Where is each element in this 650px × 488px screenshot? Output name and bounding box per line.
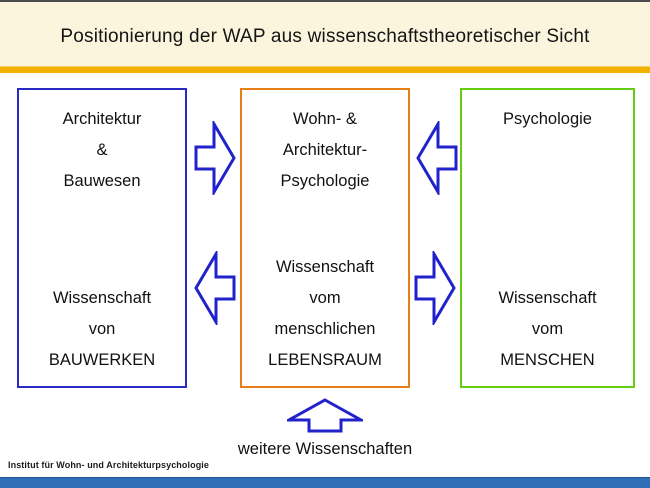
box-left-top-label: Architektur & Bauwesen [62, 110, 142, 190]
title-band: Positionierung der WAP aus wissenschafts… [0, 0, 650, 66]
box-right-top-label: Psychologie [503, 110, 592, 128]
arrow-left-icon [416, 121, 458, 195]
gold-divider [0, 66, 650, 73]
slide-title: Positionierung der WAP aus wissenschafts… [60, 26, 590, 47]
box-architektur-bauwesen: Architektur & Bauwesen Wissenschaft von … [17, 88, 187, 388]
footer-institute-label: Institut für Wohn- und Architekturpsycho… [8, 460, 209, 470]
arrow-right-icon [194, 121, 236, 195]
arrow-left-icon [194, 251, 236, 325]
box-right-bottom-label: Wissenschaft vom MENSCHEN [498, 289, 597, 369]
top-border-line [0, 0, 650, 2]
arrow-up-icon [287, 398, 363, 434]
bottom-bar [0, 477, 650, 488]
box-left-bottom-label: Wissenschaft von BAUWERKEN [48, 289, 156, 369]
box-middle-bottom-label: Wissenschaft vom menschlichen LEBENSRAUM [268, 258, 382, 369]
box-middle-top-label: Wohn- & Architektur- Psychologie [280, 110, 370, 190]
arrow-right-icon [414, 251, 456, 325]
caption-weitere-wissenschaften: weitere Wissenschaften [237, 440, 413, 458]
box-wohn-architektur-psychologie: Wohn- & Architektur- Psychologie Wissens… [240, 88, 410, 388]
box-psychologie: Psychologie Wissenschaft vom MENSCHEN [460, 88, 635, 388]
